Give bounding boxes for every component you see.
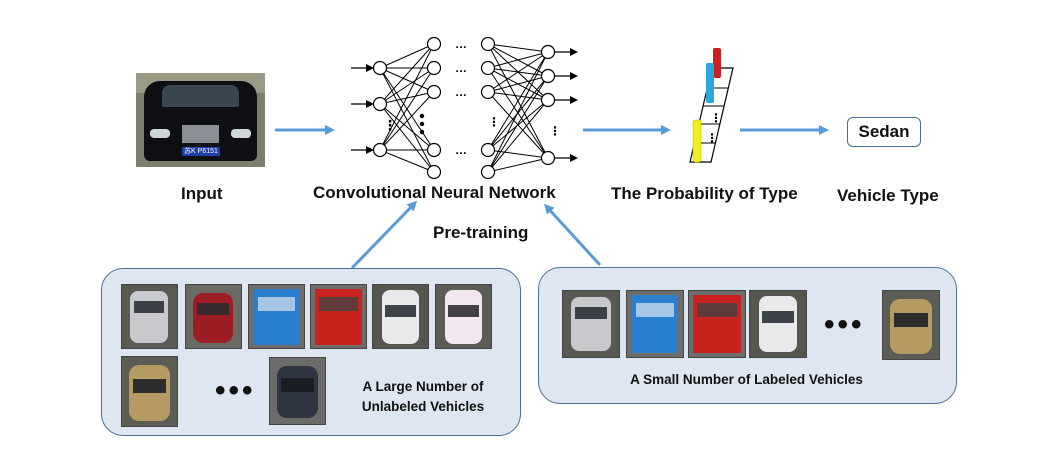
probability-label: The Probability of Type — [611, 184, 798, 203]
pretraining-label: Pre-training — [433, 223, 529, 242]
labeled-ellipsis: ••• — [824, 308, 865, 341]
svg-text:…: … — [455, 37, 467, 51]
svg-text:⋮: ⋮ — [706, 131, 718, 145]
svg-text:⋮: ⋮ — [488, 115, 500, 129]
neural-network-graphic: … … … … ⋮ ⋮ ⋮ — [351, 36, 578, 180]
bar-red — [713, 48, 721, 78]
vehicle-thumb-red-car — [185, 284, 242, 349]
labeled-caption: A Small Number of Labeled Vehicles — [630, 372, 863, 387]
vehicle-thumb-blue-truck — [248, 284, 305, 349]
svg-text:⋮: ⋮ — [710, 111, 722, 125]
unlabeled-ellipsis: ••• — [215, 374, 256, 407]
vehicle-thumb-pink-van — [435, 284, 492, 349]
labeled-thumb-white-van — [749, 290, 807, 358]
vehicle-thumb-white-van — [372, 284, 429, 349]
labeled-thumb-red-truck — [688, 290, 746, 358]
labeled-thumb-silver-suv — [562, 290, 620, 358]
vehicle-thumb-silver-suv — [121, 284, 178, 349]
output-class-box: Sedan — [847, 117, 921, 147]
svg-text:…: … — [455, 61, 467, 75]
vehicle-thumb-red-truck — [310, 284, 367, 349]
vehicle-thumb-gold-car — [121, 356, 178, 427]
unlabeled-vehicles-panel: ••• A Large Number of Unlabeled Vehicles — [101, 268, 521, 436]
arrow-labeled-to-cnn — [543, 203, 602, 267]
input-vehicle-image: 苏K P6151 — [136, 73, 265, 167]
vehicle-thumb-dark-car — [269, 357, 326, 425]
arrow-unlabeled-to-cnn — [350, 200, 418, 270]
labeled-thumb-blue-truck — [626, 290, 684, 358]
svg-text:⋮: ⋮ — [383, 117, 397, 133]
cnn-label: Convolutional Neural Network — [313, 183, 556, 202]
svg-text:⋮: ⋮ — [549, 124, 561, 138]
vehicle-type-label: Vehicle Type — [837, 186, 939, 205]
unlabeled-caption-line1: A Large Number of — [362, 379, 484, 394]
unlabeled-caption-line2: Unlabeled Vehicles — [361, 399, 485, 414]
bar-yellow — [692, 119, 702, 163]
svg-text:…: … — [455, 143, 467, 157]
bar-blue — [706, 63, 714, 103]
license-plate: 苏K P6151 — [182, 147, 220, 156]
probability-bar-graphic: ⋮ ⋮ — [689, 48, 734, 163]
labeled-vehicles-panel: ••• A Small Number of Labeled Vehicles — [538, 267, 957, 404]
svg-text:…: … — [455, 85, 467, 99]
input-label: Input — [181, 184, 223, 203]
labeled-thumb-gold-car — [882, 290, 940, 360]
